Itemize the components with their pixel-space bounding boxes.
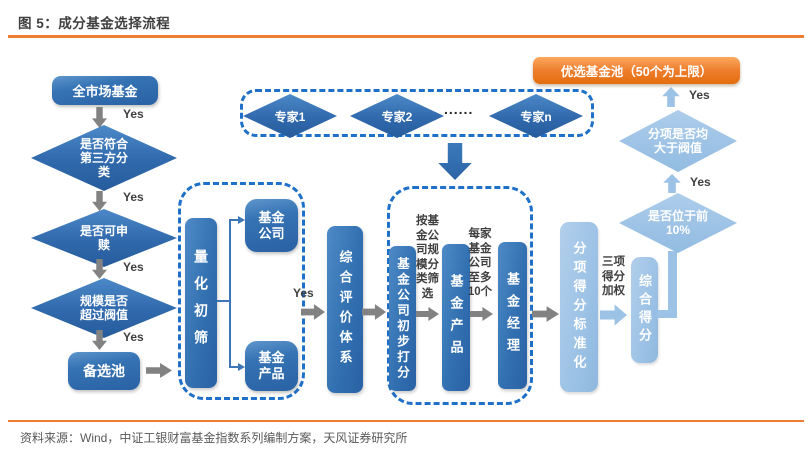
composite-connector-horizontal <box>657 310 674 318</box>
standardize-bar: 分项得分标准化 <box>560 222 598 392</box>
threshold-label: 分项是否均大于阀值 <box>647 127 708 155</box>
top10-label: 是否位于前10% <box>647 209 708 237</box>
company-size-note: 按基金公司规模分类筛选 <box>416 215 439 300</box>
up-arrow-2 <box>662 87 680 107</box>
quant-screen-group <box>178 182 305 400</box>
fund-company-label: 基金公司 <box>258 209 285 241</box>
ellipsis-text: ...... <box>444 101 474 117</box>
yes-label-4: Yes <box>123 330 144 344</box>
top10-diamond: 是否位于前10% <box>619 193 737 253</box>
final-pool-box: 优选基金池（50个为上限） <box>533 57 740 84</box>
right-arrow-to-composite <box>600 304 627 326</box>
composite-connector-vertical <box>668 251 677 318</box>
source-note: 资料来源：Wind，中证工银财富基金指数系列编制方案，天风证券研究所 <box>20 431 408 445</box>
yes-label-2: Yes <box>123 190 144 204</box>
candidate-pool-label: 备选池 <box>83 363 125 379</box>
expert1-label: 专家1 <box>274 109 306 124</box>
redeemable-label: 是否可申赎 <box>79 224 128 252</box>
company-score-label: 基金公司初步打分 <box>395 256 409 381</box>
yes-label-3: Yes <box>123 260 144 274</box>
final-pool-label: 优选基金池（50个为上限） <box>560 65 713 79</box>
third-party-classification-label: 是否符合第三方分类 <box>79 137 128 179</box>
evaluation-system-bar: 综合评价体系 <box>327 226 363 393</box>
standardize-label: 分项得分标准化 <box>571 240 587 374</box>
right-arrow-to-standardize <box>532 306 559 322</box>
quant-screen-bar: 量化初筛 <box>185 218 217 388</box>
redeemable-diamond: 是否可申赎 <box>31 209 177 267</box>
yes-label-1: Yes <box>123 107 144 121</box>
right-arrow-to-deep-screen <box>362 304 386 320</box>
yes-label-5: Yes <box>293 286 314 300</box>
all-market-funds-label: 全市场基金 <box>72 84 138 99</box>
connector-line-bottom <box>229 366 238 368</box>
expert-n-label: 专家n <box>520 109 552 124</box>
expert2-label: 专家2 <box>381 109 413 124</box>
product-score-label: 基金产品 <box>448 273 464 362</box>
quant-screen-label: 量化初筛 <box>193 249 209 357</box>
bottom-divider <box>8 420 804 422</box>
fund-product-label: 基金产品 <box>258 350 285 381</box>
top-divider <box>8 35 804 38</box>
manager-score-label: 基金经理 <box>505 271 520 360</box>
yes-label-7: Yes <box>689 88 710 102</box>
expert-down-arrow <box>438 143 472 180</box>
candidate-pool-box: 备选池 <box>68 352 140 390</box>
up-arrow-1 <box>663 174 681 193</box>
fund-product-box: 基金产品 <box>245 341 298 391</box>
scale-threshold-label: 规模是否超过阀值 <box>79 294 128 322</box>
deep-screen-group <box>387 186 533 405</box>
evaluation-system-label: 综合评价体系 <box>337 249 353 370</box>
per-company-note: 每家基金公司至多10个 <box>467 228 493 298</box>
yes-label-6: Yes <box>690 175 711 189</box>
down-arrow-2 <box>92 191 107 211</box>
product-score-bar: 基金产品 <box>442 244 470 391</box>
composite-score-label: 综合得分 <box>637 274 652 346</box>
all-market-funds-box: 全市场基金 <box>52 76 158 105</box>
weighting-note: 三项得分加权 <box>602 256 625 297</box>
composite-score-bar: 综合得分 <box>631 257 658 363</box>
company-score-bar: 基金公司初步打分 <box>389 246 416 391</box>
scale-threshold-diamond: 规模是否超过阀值 <box>31 278 177 338</box>
manager-score-bar: 基金经理 <box>498 242 527 389</box>
connector-line-vertical <box>229 219 231 368</box>
connector-arrowhead-bottom <box>238 363 245 371</box>
connector-line-mid <box>217 300 231 302</box>
threshold-diamond: 分项是否均大于阀值 <box>619 110 737 172</box>
right-arrow-to-quant <box>146 363 172 378</box>
page-title: 图 5：成分基金选择流程 <box>18 16 171 31</box>
down-arrow-1 <box>92 107 107 128</box>
expert-panel-group <box>240 89 594 137</box>
connector-arrowhead-top <box>238 216 245 224</box>
fund-company-box: 基金公司 <box>245 199 298 252</box>
third-party-classification-diamond: 是否符合第三方分类 <box>31 125 177 191</box>
connector-line-top <box>229 219 238 221</box>
